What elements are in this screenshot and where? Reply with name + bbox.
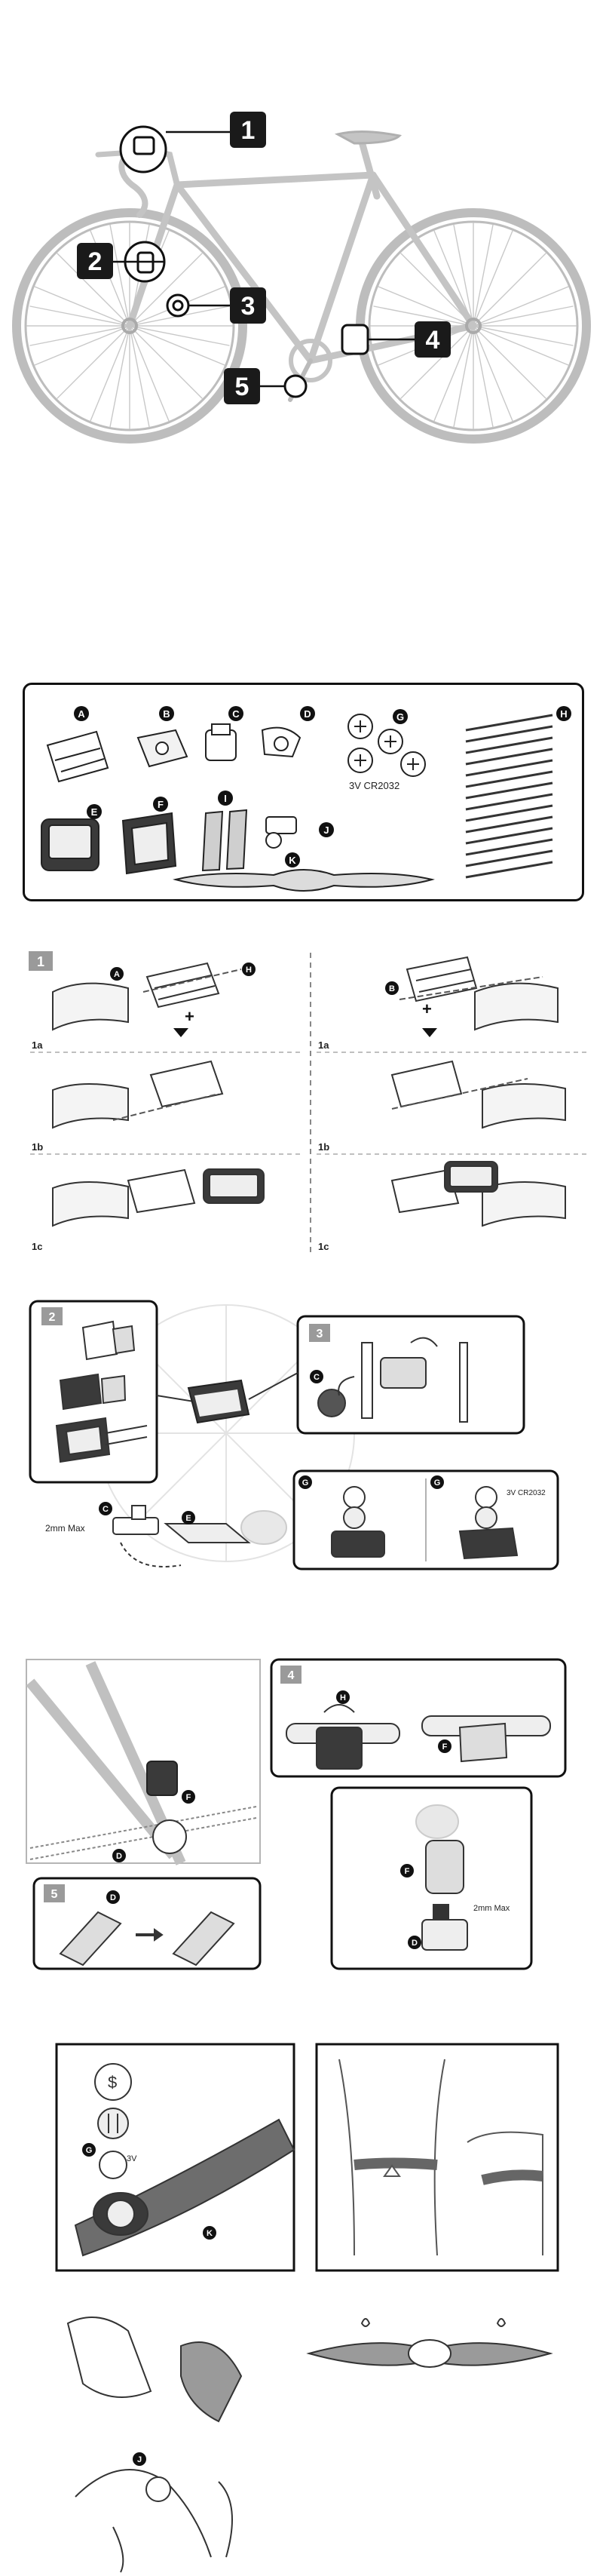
- svg-text:D: D: [304, 708, 311, 720]
- svg-text:4: 4: [288, 1669, 295, 1682]
- svg-text:1: 1: [241, 116, 256, 145]
- svg-text:5: 5: [51, 1888, 58, 1901]
- svg-text:E: E: [91, 806, 98, 818]
- step-1-part-a: A: [114, 970, 120, 979]
- step-2-part-c: C: [103, 1505, 109, 1514]
- svg-text:H: H: [560, 708, 567, 720]
- battery-type-label: 3V CR2032: [349, 780, 399, 791]
- svg-text:A: A: [78, 708, 85, 720]
- step-2-3-sensor-mount: 2 3 C: [0, 1282, 603, 1599]
- step-4-gap-label: 2mm Max: [473, 1904, 510, 1913]
- callout-2: 2: [77, 243, 113, 279]
- part-label-d: D: [300, 706, 315, 721]
- part-label-i: I: [218, 791, 233, 806]
- step-1a-label-right: 1a: [318, 1039, 329, 1051]
- part-label-b: B: [159, 706, 174, 721]
- hrm-part-j: J: [137, 2455, 142, 2464]
- step-3-part-c: C: [314, 1373, 320, 1382]
- part-label-g: G: [393, 709, 408, 724]
- step-4-part-h: H: [340, 1693, 346, 1702]
- callout-3: 3: [230, 287, 266, 324]
- svg-text:$: $: [108, 2073, 117, 2092]
- step-4-part-d-photo: D: [116, 1852, 122, 1861]
- svg-text:+: +: [185, 1007, 194, 1026]
- svg-text:K: K: [289, 855, 296, 866]
- step-3-badge: 3: [309, 1324, 330, 1342]
- part-label-e: E: [87, 804, 102, 819]
- front-wheel: [12, 208, 247, 444]
- part-label-j: J: [319, 822, 334, 837]
- hrm-battery-label: 3V: [127, 2154, 137, 2163]
- part-label-k: K: [285, 852, 300, 867]
- battery-panel-part-g-2: G: [434, 1478, 441, 1488]
- step-5-badge: 5: [44, 1884, 65, 1902]
- bike-overview: 1 2 3 4 5: [0, 0, 603, 483]
- svg-text:2: 2: [88, 247, 103, 276]
- svg-text:J: J: [323, 824, 329, 836]
- callout-5: 5: [224, 368, 260, 404]
- bike-illustration: 1 2 3 4 5: [12, 112, 591, 444]
- step-2-gap-label: 2mm Max: [45, 1523, 85, 1534]
- step-4-part-f-detail: F: [405, 1867, 410, 1876]
- heart-rate-strap-section: $ 3V G K: [0, 2029, 603, 2576]
- svg-text:3: 3: [241, 292, 256, 321]
- svg-text:C: C: [232, 708, 240, 720]
- svg-text:B: B: [163, 708, 170, 720]
- step-1-badge: 1: [29, 951, 53, 971]
- callout-1: 1: [230, 112, 266, 148]
- part-label-h: H: [556, 706, 571, 721]
- svg-text:4: 4: [426, 326, 440, 355]
- step-4-part-d-detail: D: [412, 1939, 418, 1948]
- step-2-badge: 2: [41, 1307, 63, 1325]
- parts-list-panel: A B C D G H E F I J K 3V CR2032: [23, 683, 584, 901]
- step-1b-label-left: 1b: [32, 1141, 43, 1153]
- step-1c-label-right: 1c: [318, 1241, 329, 1252]
- svg-text:+: +: [422, 999, 432, 1018]
- step-1-part-b: B: [389, 984, 395, 993]
- callout-4: 4: [415, 321, 451, 358]
- hrm-part-k: K: [207, 2229, 213, 2238]
- step-1b-label-right: 1b: [318, 1141, 329, 1153]
- step-1a-label-left: 1a: [32, 1039, 43, 1051]
- step-1c-label-left: 1c: [32, 1241, 42, 1252]
- svg-text:5: 5: [235, 373, 249, 401]
- cadence-sensor-marker: [341, 324, 369, 355]
- svg-text:G: G: [396, 711, 404, 723]
- step-1-part-h: H: [246, 966, 252, 975]
- step-4-badge: 4: [280, 1666, 302, 1684]
- step-1-computer-mount: 1: [0, 947, 603, 1256]
- svg-text:2: 2: [49, 1311, 56, 1324]
- svg-text:I: I: [224, 793, 227, 804]
- step-4-5-cadence-mount: F D 4 H F 5 D: [0, 1652, 603, 1976]
- step-5-part-d: D: [110, 1893, 116, 1902]
- part-label-a: A: [74, 706, 89, 721]
- crank-magnet-marker: [283, 374, 308, 398]
- hrm-part-g: G: [86, 2146, 93, 2155]
- step-2-part-e: E: [185, 1514, 191, 1523]
- svg-text:F: F: [158, 799, 164, 810]
- svg-text:1: 1: [37, 954, 44, 969]
- part-label-f: F: [153, 797, 168, 812]
- step-4-part-f: F: [442, 1742, 448, 1752]
- part-label-c: C: [228, 706, 243, 721]
- battery-panel-type-label: 3V CR2032: [507, 1489, 546, 1497]
- svg-text:3: 3: [317, 1328, 323, 1340]
- battery-panel-part-g-1: G: [302, 1478, 309, 1488]
- step-4-part-f-photo: F: [186, 1793, 191, 1802]
